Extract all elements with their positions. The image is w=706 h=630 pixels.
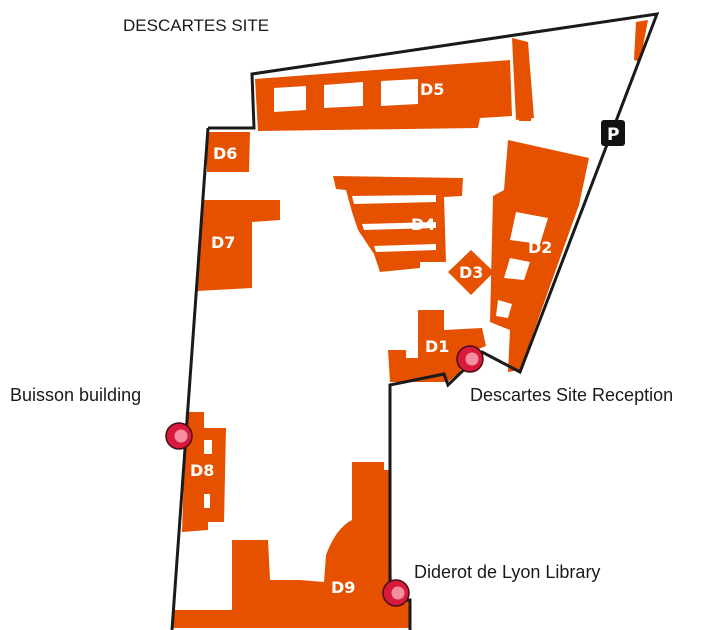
building-label-d8: D8	[190, 461, 214, 480]
poi-label-reception: Descartes Site Reception	[470, 385, 673, 405]
building-label-d5: D5	[420, 80, 444, 99]
building-d9[interactable]: D9	[172, 462, 410, 628]
poi-buisson-building[interactable]: Buisson building	[10, 385, 193, 450]
poi-site-reception[interactable]: Descartes Site Reception	[456, 345, 673, 405]
building-label-d4: D4	[411, 215, 435, 234]
parking-label: P	[607, 125, 619, 145]
poi-label-buisson: Buisson building	[10, 385, 141, 405]
site-title: DESCARTES SITE	[123, 16, 269, 35]
building-label-d2: D2	[528, 238, 552, 257]
building-label-d7: D7	[211, 233, 235, 252]
building-d3[interactable]: D3	[448, 250, 494, 295]
parking-icon	[601, 120, 625, 146]
parking-sign[interactable]: P	[601, 120, 625, 146]
building-label-d1: D1	[425, 337, 449, 356]
poi-label-library: Diderot de Lyon Library	[414, 562, 600, 582]
building-d2[interactable]: D2	[490, 140, 589, 372]
poi-library[interactable]: Diderot de Lyon Library	[382, 562, 600, 607]
building-label-d9: D9	[331, 578, 355, 597]
building-label-d6: D6	[213, 144, 237, 163]
building-d7[interactable]: D7	[197, 200, 280, 291]
building-d8[interactable]: D8	[182, 412, 226, 532]
building-d6[interactable]: D6	[207, 132, 250, 172]
building-label-d3: D3	[459, 263, 483, 282]
building-d4[interactable]: D4	[333, 176, 463, 272]
building-d5[interactable]: D5	[255, 20, 648, 131]
